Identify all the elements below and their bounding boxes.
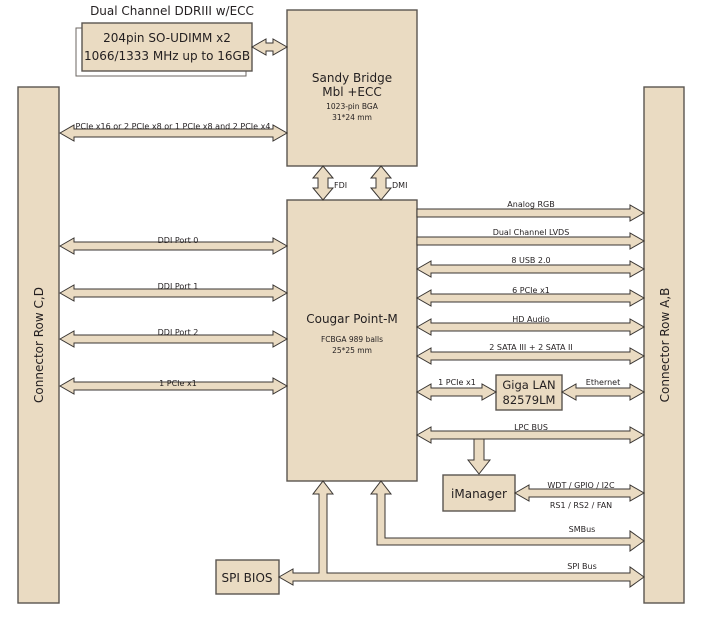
connector-left-box xyxy=(17,86,60,604)
left-link-arrow-3 xyxy=(58,377,289,395)
smbus-label: SMBus xyxy=(569,525,596,534)
pch-block: Cougar Point-M FCBGA 989 balls 25*25 mm xyxy=(286,199,418,482)
right-link-arrow-0 xyxy=(416,204,646,222)
cpu-block: Sandy Bridge Mbl +ECC 1023-pin BGA 31*24… xyxy=(286,9,418,167)
smbus-arrow xyxy=(369,480,645,552)
right-link-label-4: HD Audio xyxy=(512,315,550,324)
memory-cpu-arrow xyxy=(250,38,289,56)
right-link-label-5: 2 SATA III + 2 SATA II xyxy=(489,343,573,352)
lpc-imanager-arrow xyxy=(466,438,492,475)
memory-block: Dual Channel DDRIII w/ECC 204pin SO-UDIM… xyxy=(75,4,254,77)
lan-line1: Giga LAN xyxy=(502,378,555,392)
connector-right: Connector Row A,B xyxy=(643,86,685,604)
connector-right-label: Connector Row A,B xyxy=(658,288,672,403)
imanager-label: iManager xyxy=(451,487,507,501)
fdi-label: FDI xyxy=(334,181,347,190)
dmi-arrow xyxy=(369,165,393,201)
pch-sub1: FCBGA 989 balls xyxy=(321,335,383,344)
imanager-bottom-label: RS1 / RS2 / FAN xyxy=(550,501,612,510)
spi-arrow xyxy=(277,480,645,588)
imanager-top-label: WDT / GPIO / I2C xyxy=(547,481,615,490)
spi-bios-box xyxy=(215,559,280,595)
bus-arrows xyxy=(58,38,646,588)
bus-labels: PCIe x16 or 2 PCIe x8 or 1 PCIe x8 and 2… xyxy=(76,122,621,571)
memory-line2: 1066/1333 MHz up to 16GB xyxy=(84,49,250,63)
connector-left: Connector Row C,D xyxy=(17,86,60,604)
spi-bios-block: SPI BIOS xyxy=(215,559,280,595)
left-link-arrow-0 xyxy=(58,237,289,255)
left-link-label-0: DDI Port 0 xyxy=(158,236,199,245)
ethernet-arrow xyxy=(560,383,646,401)
left-link-label-2: DDI Port 2 xyxy=(158,328,199,337)
imanager-block: iManager xyxy=(442,474,516,512)
memory-box xyxy=(81,22,253,72)
lan-block: Giga LAN 82579LM xyxy=(495,374,563,411)
pcie-graphics-label: PCIe x16 or 2 PCIe x8 or 1 PCIe x8 and 2… xyxy=(76,122,271,131)
memory-line1: 204pin SO-UDIMM x2 xyxy=(103,31,231,45)
cpu-title1: Sandy Bridge xyxy=(312,71,392,85)
cpu-box xyxy=(286,9,418,167)
pch-sub2: 25*25 mm xyxy=(332,346,372,355)
lpc-label: LPC BUS xyxy=(514,423,548,432)
right-link-label-2: 8 USB 2.0 xyxy=(511,256,550,265)
spi-bios-label: SPI BIOS xyxy=(221,571,272,585)
pch-title: Cougar Point-M xyxy=(306,312,398,326)
fdi-arrow xyxy=(311,165,335,201)
right-link-arrow-5 xyxy=(415,347,646,365)
dmi-label: DMI xyxy=(392,181,407,190)
right-link-arrow-1 xyxy=(416,232,646,250)
left-link-arrow-1 xyxy=(58,284,289,302)
left-link-label-3: 1 PCIe x1 xyxy=(159,379,197,388)
left-link-arrow-2 xyxy=(58,330,289,348)
spi-bus-label: SPI Bus xyxy=(567,562,597,571)
cpu-title2: Mbl +ECC xyxy=(322,85,382,99)
lan-pcie-label: 1 PCIe x1 xyxy=(438,378,476,387)
pcie-graphics-arrow xyxy=(58,124,289,142)
right-link-label-0: Analog RGB xyxy=(507,200,554,209)
imanager-box xyxy=(442,474,516,512)
right-link-arrow-3 xyxy=(415,289,646,307)
memory-caption: Dual Channel DDRIII w/ECC xyxy=(90,4,254,18)
cpu-sub2: 31*24 mm xyxy=(332,113,372,122)
lan-box xyxy=(495,374,563,411)
right-link-arrow-2 xyxy=(415,260,646,278)
connector-left-label: Connector Row C,D xyxy=(32,287,46,403)
cpu-sub1: 1023-pin BGA xyxy=(326,102,379,111)
right-link-label-1: Dual Channel LVDS xyxy=(493,228,570,237)
lan-line2: 82579LM xyxy=(503,393,556,407)
right-link-arrow-4 xyxy=(415,318,646,336)
pch-box xyxy=(286,199,418,482)
lan-pcie-arrow xyxy=(415,383,498,401)
imanager-io-arrow xyxy=(513,484,646,502)
right-link-label-3: 6 PCIe x1 xyxy=(512,286,550,295)
connector-right-box xyxy=(643,86,685,604)
ethernet-label: Ethernet xyxy=(586,378,620,387)
left-link-label-1: DDI Port 1 xyxy=(158,282,199,291)
